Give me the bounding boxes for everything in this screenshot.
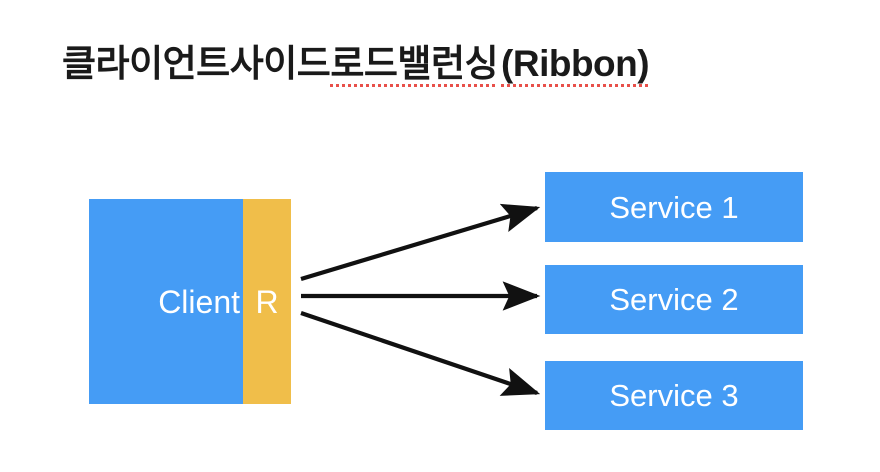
service-box-2: Service 2: [545, 265, 803, 334]
page-title: 클라이언트사이드 로드밸런싱(Ribbon): [62, 42, 822, 87]
client-box: Client: [89, 199, 243, 404]
ribbon-label: R: [255, 283, 279, 320]
title-segment-plain: 클라이언트사이드: [62, 43, 331, 84]
client-label: Client: [158, 283, 240, 320]
arrow-client-to-service-1: [300, 203, 541, 282]
service-label-1: Service 1: [609, 189, 739, 225]
service-box-3: Service 3: [545, 361, 803, 430]
arrow-client-to-service-3: [300, 311, 541, 396]
service-box-1: Service 1: [545, 172, 803, 242]
ribbon-strip: R: [243, 199, 291, 404]
title-segment-misspelled-2: (Ribbon): [501, 43, 650, 87]
title-segment-misspelled-1: 로드밸런싱: [330, 43, 499, 87]
service-label-3: Service 3: [609, 378, 739, 413]
client-node: Client R: [89, 199, 291, 404]
service-label-2: Service 2: [609, 282, 739, 317]
